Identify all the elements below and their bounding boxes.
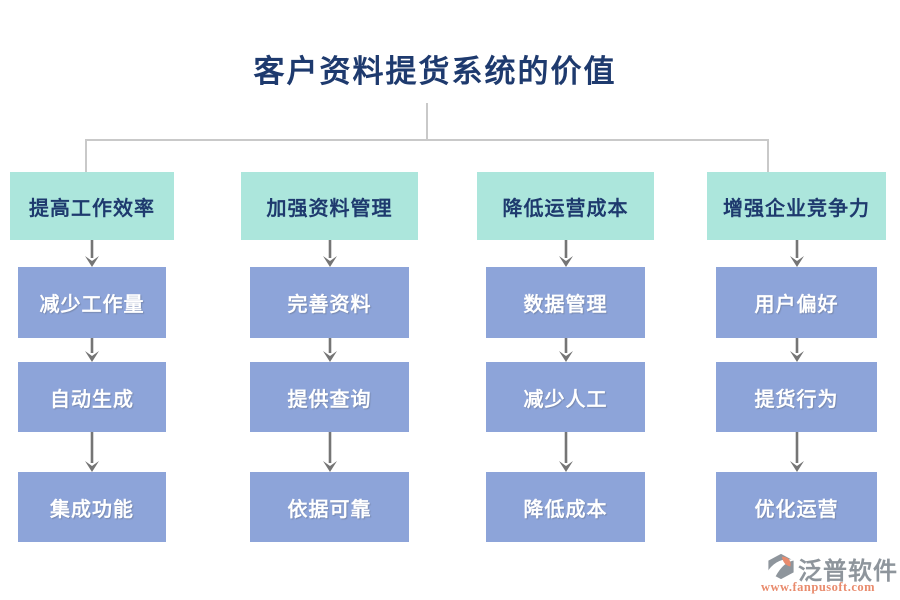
value-item-box: 完善资料 [249,267,410,338]
category-header-box: 提高工作效率 [10,172,174,240]
down-arrow-icon [85,240,99,267]
category-header-box: 加强资料管理 [241,172,418,240]
down-arrow-icon [322,432,337,472]
value-item-box: 减少人工 [485,362,646,432]
down-arrow-icon [558,240,573,267]
fanpu-logo-icon [766,553,796,580]
value-column-cost: 降低运营成本 数据管理 减少人工 降低成本 [477,172,654,542]
value-item-box: 集成功能 [18,472,166,542]
diagram-title: 客户资料提货系统的价值 [253,54,617,89]
value-column-efficiency: 提高工作效率 减少工作量 自动生成 集成功能 [10,172,174,542]
value-item-box: 优化运营 [715,472,878,542]
value-item-box: 降低成本 [485,472,646,542]
down-arrow-icon [322,338,337,362]
fanpu-website-url: www.fanpusoft.com [761,580,876,594]
value-column-data-management: 加强资料管理 完善资料 提供查询 依据可靠 [241,172,418,542]
down-arrow-icon [85,338,99,362]
value-item-box: 提货行为 [715,362,878,432]
value-item-box: 数据管理 [485,267,646,338]
down-arrow-icon [789,432,804,472]
value-item-box: 自动生成 [18,362,166,432]
connector-line-drop-right [767,139,769,173]
category-header-box: 增强企业竞争力 [707,172,886,240]
down-arrow-icon [322,240,337,267]
value-item-box: 用户偏好 [715,267,878,338]
down-arrow-icon [789,240,804,267]
connector-line-horizontal [85,139,769,141]
connector-line-drop-left [85,139,87,173]
down-arrow-icon [558,338,573,362]
fanpu-brand-name: 泛普软件 [798,559,898,585]
value-item-box: 提供查询 [249,362,410,432]
value-item-box: 依据可靠 [249,472,410,542]
value-item-box: 减少工作量 [18,267,166,338]
down-arrow-icon [85,432,99,472]
down-arrow-icon [789,338,804,362]
connector-line-stem [426,103,428,140]
category-header-box: 降低运营成本 [477,172,654,240]
value-column-competitiveness: 增强企业竞争力 用户偏好 提货行为 优化运营 [707,172,886,542]
down-arrow-icon [558,432,573,472]
